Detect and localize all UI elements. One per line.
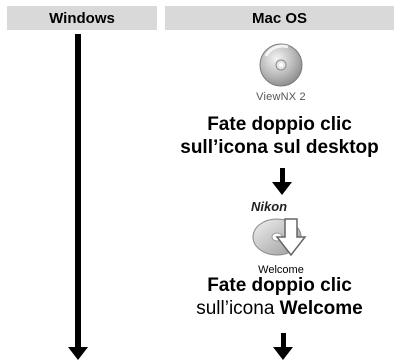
windows-column-header: Windows: [7, 6, 157, 30]
mac-step1-line1: Fate doppio clic: [207, 114, 352, 135]
welcome-icon-label: Welcome: [258, 264, 304, 276]
windows-down-arrow-icon: [68, 347, 88, 360]
nikon-welcome-icon: Nikon: [247, 197, 315, 263]
mac-down-arrow1-icon: [272, 182, 292, 195]
mac-arrow2-shaft: [281, 333, 286, 347]
mac-column-header: Mac OS: [165, 6, 394, 30]
windows-down-arrow-shaft: [75, 34, 81, 347]
windows-header-label: Windows: [49, 9, 115, 27]
mac-step2-line2-prefix: sull’icona: [196, 298, 280, 319]
cd-disc-icon: [258, 42, 304, 88]
mac-step1-line2: sull’icona sul desktop: [180, 137, 379, 158]
mac-step2-line2-bold: Welcome: [279, 298, 363, 319]
mac-step2-line2: sull’icona Welcome: [165, 297, 394, 320]
cd-icon-label: ViewNX 2: [256, 91, 306, 103]
mac-step1-instruction: Fate doppio clic sull’icona sul desktop: [165, 113, 394, 159]
mac-step2-line1: Fate doppio clic: [207, 275, 352, 296]
mac-arrow1-shaft: [280, 168, 285, 182]
mac-header-label: Mac OS: [251, 9, 308, 27]
mac-down-arrow2-icon: [273, 347, 293, 360]
nikon-brand-text: Nikon: [251, 199, 287, 214]
mac-step2-instruction: Fate doppio clic sull’icona Welcome: [165, 274, 394, 320]
